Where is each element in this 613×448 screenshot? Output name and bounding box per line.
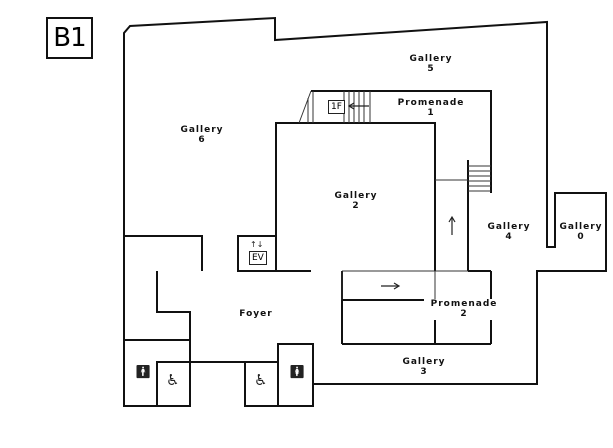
floor-label: B1	[46, 17, 93, 59]
room-name: Promenade	[397, 98, 465, 108]
room-number: 6	[198, 135, 206, 145]
toilet-room-accessible	[156, 361, 191, 407]
accessible-toilet-icon: ♿︎	[254, 371, 268, 389]
elevator-sign[interactable]: EV	[249, 251, 267, 265]
accessible-toilet-icon: ♿︎	[166, 371, 180, 389]
room-name: Gallery	[402, 357, 446, 367]
toilet-room-female	[277, 343, 314, 407]
room-name: Gallery	[180, 125, 224, 135]
elevator-arrows-icon: ↑↓	[250, 240, 264, 249]
room-name: Gallery	[487, 222, 531, 232]
room-number: 0	[577, 232, 585, 242]
elevator-room	[237, 235, 277, 272]
wall	[124, 271, 191, 341]
stairs-icon	[307, 91, 371, 123]
male-toilet-icon: 🚹︎	[135, 365, 152, 380]
room-foyer[interactable]: Foyer	[239, 309, 273, 319]
room-name: Gallery	[559, 222, 603, 232]
stairs-icon	[468, 165, 491, 192]
room-number: 2	[460, 309, 468, 319]
outer-wall	[123, 16, 607, 385]
room-number: 1	[427, 108, 435, 118]
promenade-1-wall	[311, 90, 492, 193]
wall	[124, 235, 203, 271]
room-number: 4	[505, 232, 513, 242]
female-toilet-icon: 🚺︎	[289, 365, 306, 380]
room-name: Gallery	[409, 54, 453, 64]
room-number: 2	[352, 201, 360, 211]
gallery-2-wall	[275, 122, 436, 271]
room-number: 3	[420, 367, 428, 377]
stairs-1f-sign[interactable]: 1F	[328, 100, 345, 114]
room-number: 5	[427, 64, 435, 74]
room-name: Promenade	[430, 299, 498, 309]
room-name: Gallery	[334, 191, 378, 201]
